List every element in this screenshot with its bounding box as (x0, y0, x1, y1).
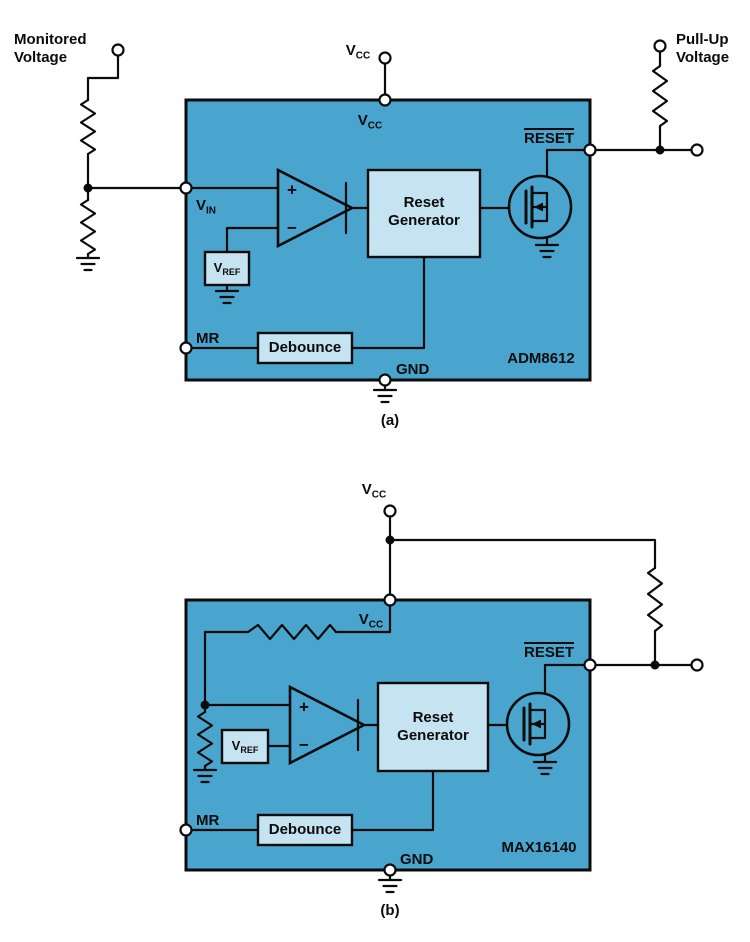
mr-pin-a (179, 341, 193, 355)
comparator-b (288, 684, 367, 766)
diagram-a (75, 39, 704, 404)
external-wires-a (79, 50, 693, 260)
comparator-plus-b: + (299, 697, 309, 717)
vcc-pin-label-a: VCC (357, 112, 383, 132)
pullup-resistor-a (651, 64, 669, 128)
comparator-minus-b: − (299, 735, 309, 755)
vcc-terminal-b (383, 504, 397, 518)
vcc-pin-label-b: VCC (358, 611, 384, 631)
reset-label-a: RESET (523, 130, 575, 147)
vcc-top-label-b: VCC (361, 481, 387, 501)
comparator-plus-a: + (287, 180, 297, 200)
reset-output-terminal-b (690, 658, 704, 672)
pullup-resistor-b (646, 566, 664, 633)
caption-b: (b) (380, 902, 400, 919)
mr-pin-b (179, 823, 193, 837)
pullup-voltage-terminal (653, 39, 667, 53)
mosfet-arrow-a (534, 202, 543, 212)
junction-divider-b (200, 700, 210, 710)
vref-label-a: VREF (213, 260, 241, 277)
reset-generator-label-b: Reset Generator (397, 709, 469, 744)
caption-a: (a) (380, 412, 400, 429)
monitored-voltage-terminal (111, 43, 125, 57)
gnd-label-b: GND (400, 851, 434, 868)
ground-gnd-pin-b (377, 878, 403, 894)
ground-divider-b (192, 768, 218, 784)
mr-label-a: MR (196, 330, 220, 347)
vin-label-a: VIN (196, 197, 217, 217)
reset-output-terminal-a (690, 143, 704, 157)
divider-resistor-b (196, 710, 214, 768)
vcc-top-label-a: VCC (345, 42, 371, 62)
ground-mosfet-b (532, 760, 558, 776)
gnd-pin-b (383, 863, 397, 877)
mosfet-b (505, 691, 571, 757)
debounce-label-a: Debounce (268, 339, 342, 356)
reset-pin-a (583, 143, 597, 157)
reset-generator-label-a: Reset Generator (388, 194, 460, 229)
diagram-b (179, 504, 704, 894)
gnd-pin-a (378, 373, 392, 387)
reset-generator-box-b (376, 681, 490, 773)
junction-pullup-b (650, 660, 660, 670)
gnd-label-a: GND (396, 361, 430, 378)
monitored-voltage-label: Monitored Voltage (14, 31, 87, 66)
sense-resistor-b (246, 623, 338, 641)
ground-gnd-pin-a (372, 388, 398, 404)
comparator-minus-a: − (287, 218, 297, 238)
resistor-divider-bottom-a (79, 198, 97, 256)
debounce-box-b (256, 813, 354, 847)
resistor-divider-top-a (79, 98, 97, 156)
reset-generator-box-a (366, 168, 482, 259)
ground-vref-a (214, 289, 240, 305)
debounce-label-b: Debounce (268, 821, 342, 838)
comparator-triangle-b (288, 684, 367, 766)
vref-label-b: VREF (231, 738, 259, 755)
vcc-pin-b (383, 593, 397, 607)
pullup-voltage-label: Pull-Up Voltage (676, 31, 730, 66)
mr-label-b: MR (196, 812, 220, 829)
comparator-a (276, 167, 355, 249)
ground-mosfet-a (534, 243, 560, 259)
vin-pin-a (179, 181, 193, 195)
junction-divider-a (83, 183, 93, 193)
mosfet-arrow-b (532, 719, 541, 729)
chip-name-b: MAX16140 (501, 839, 577, 856)
mosfet-a (507, 174, 573, 240)
junction-vcc-b (385, 535, 395, 545)
reset-label-b: RESET (523, 644, 575, 661)
chip-name-a: ADM8612 (507, 350, 575, 367)
vcc-terminal-a (378, 51, 392, 65)
ground-divider-a (75, 256, 101, 272)
external-wires-b (388, 515, 693, 667)
junction-pullup-a (655, 145, 665, 155)
comparator-triangle-a (276, 167, 355, 249)
vcc-pin-a (378, 93, 392, 107)
reset-pin-b (583, 658, 597, 672)
